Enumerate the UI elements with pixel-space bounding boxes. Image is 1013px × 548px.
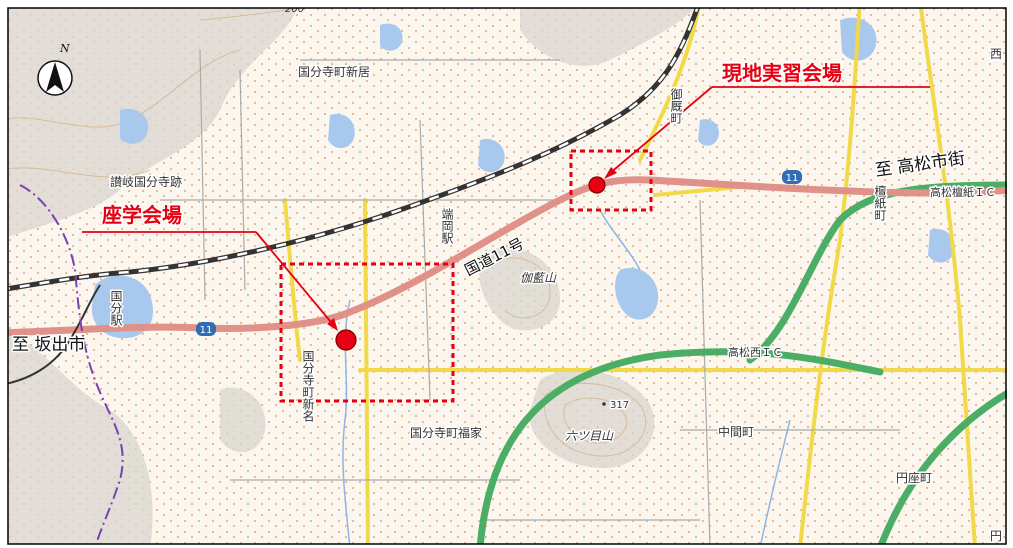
water-bodies — [91, 17, 955, 339]
route-shield-icon: 11 — [782, 170, 802, 184]
onsite-venue-title[interactable]: 現地実習会場 — [721, 60, 844, 87]
place-enza-cho: 円座町 — [896, 470, 932, 485]
local-roads — [283, 8, 1007, 544]
onsite-venue-marker[interactable] — [569, 86, 930, 212]
elevation-317: 317 — [610, 400, 629, 411]
summit-point-icon — [602, 402, 606, 406]
classroom-venue-marker[interactable] — [82, 231, 455, 403]
map-frame — [7, 7, 1007, 545]
route-shield-icon: 11 — [196, 322, 216, 336]
onsite-venue-pointer — [608, 86, 713, 175]
north-label: N — [59, 42, 70, 55]
kokubu-pond — [91, 275, 154, 339]
place-en: 円 — [990, 529, 1002, 543]
route-shield-label-west: 11 — [200, 325, 213, 336]
pond-center-n — [328, 113, 355, 149]
place-kokubunji-niimyo: 国分寺町新名 — [301, 350, 315, 422]
pond-east — [615, 267, 659, 320]
expressways — [476, 181, 1007, 544]
place-hashioka-station: 端岡駅 — [440, 208, 454, 245]
pond-top — [380, 23, 403, 51]
pond-far-e — [928, 228, 955, 263]
place-kokubu-station: 国分駅 — [109, 290, 123, 327]
place-higiri-cho: 檀紙町 — [873, 184, 887, 221]
onsite-venue-dot[interactable] — [588, 176, 606, 194]
place-labels: 国分寺町新居 讃岐国分寺跡 国分寺町福家 中間町 円座町 高松西ＩＣ 高松檀紙Ｉ… — [108, 4, 1004, 544]
railway — [8, 8, 700, 385]
place-gorozan: 伽藍山 — [520, 271, 557, 285]
classroom-arrowhead-icon — [327, 318, 338, 331]
place-mutsumeyama: 六ツ目山 — [565, 429, 614, 443]
contour-200-label: 200 — [285, 4, 304, 15]
place-sanuki-kokubunji-ato: 讃岐国分寺跡 — [110, 174, 182, 189]
municipal-boundary — [19, 184, 124, 544]
place-takamatsu-hishi-ic: 高松檀紙ＩＣ — [930, 185, 996, 199]
place-kokubunji-shinkyo: 国分寺町新居 — [298, 64, 370, 79]
pond-nw — [120, 108, 149, 144]
pond-ne — [478, 138, 505, 173]
classroom-venue-pointer — [255, 231, 336, 328]
pond-gomaya — [698, 119, 719, 146]
onsite-arrowhead-icon — [604, 167, 617, 179]
place-takamatsu-nishi-ic: 高松西ＩＣ — [728, 345, 783, 359]
direction-to-sakaide: 至 坂出市 — [12, 335, 85, 355]
north-arrow-icon: N — [37, 42, 73, 96]
onsite-venue-box — [569, 149, 653, 212]
place-gotenyama: 御厩町 — [669, 87, 683, 124]
classroom-venue-dot[interactable] — [335, 329, 357, 351]
classroom-venue-box — [279, 262, 455, 403]
classroom-venue-title[interactable]: 座学会場 — [101, 202, 184, 229]
place-nishi: 西 — [990, 47, 1002, 61]
place-kokubunji-fukuya: 国分寺町福家 — [410, 425, 482, 440]
place-nakama-cho: 中間町 — [718, 424, 754, 439]
route-shield-label-east: 11 — [786, 173, 799, 184]
